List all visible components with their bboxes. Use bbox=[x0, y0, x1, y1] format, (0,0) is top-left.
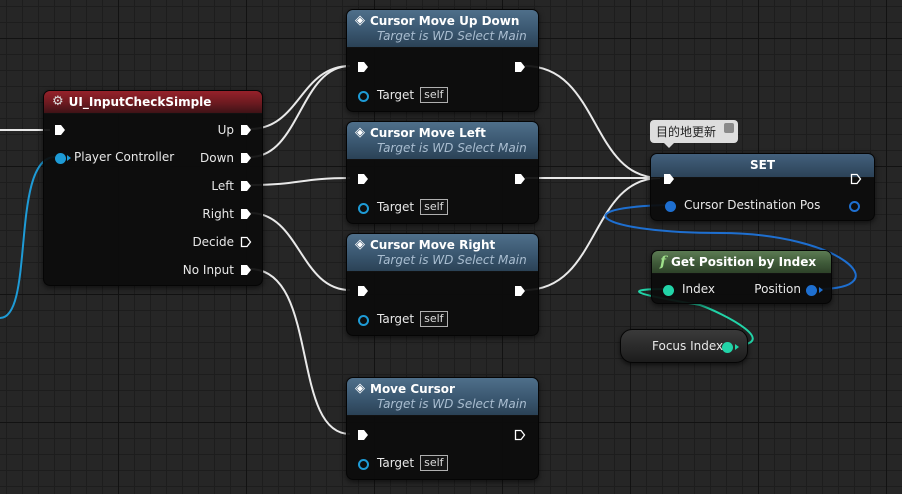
exec-wire-right-set bbox=[524, 177, 661, 291]
node-title: Cursor Move Up Down bbox=[370, 13, 520, 28]
target-pin[interactable] bbox=[358, 315, 369, 326]
player-controller-pin[interactable] bbox=[55, 153, 66, 164]
exec-wire-down bbox=[249, 65, 351, 158]
node-title: SET bbox=[749, 158, 776, 172]
focus-index-out-pin[interactable] bbox=[722, 342, 733, 353]
cursor-move-right-node[interactable]: ◈ Cursor Move Right Target is WD Select … bbox=[346, 233, 539, 336]
comment-text: 目的地更新 bbox=[656, 125, 717, 139]
focus-index-getter-node[interactable]: Focus Index bbox=[620, 329, 748, 363]
node-header: ◈ Cursor Move Up Down Target is WD Selec… bbox=[347, 10, 538, 48]
gear-icon: ⚙ bbox=[52, 94, 64, 109]
exec-wire-left bbox=[249, 177, 351, 186]
set-variable-node[interactable]: SET Cursor Destination Pos bbox=[650, 153, 875, 221]
exec-wire-right bbox=[249, 212, 351, 291]
target-row: Target self bbox=[377, 311, 448, 327]
position-pin[interactable] bbox=[806, 285, 817, 296]
exec-in-pin[interactable] bbox=[357, 173, 369, 185]
exec-out-pin[interactable] bbox=[850, 173, 862, 185]
ui-input-check-simple-node[interactable]: ⚙ UI_InputCheckSimple Player Controller … bbox=[43, 90, 263, 286]
node-header: f Get Position by Index bbox=[652, 251, 831, 274]
target-self-field[interactable]: self bbox=[420, 87, 448, 103]
function-call-icon: ◈ bbox=[355, 381, 365, 396]
exec-in-pin[interactable] bbox=[357, 429, 369, 441]
target-pin[interactable] bbox=[358, 91, 369, 102]
no-input-label: No Input bbox=[182, 263, 234, 277]
index-label: Index bbox=[682, 282, 716, 296]
function-icon: f bbox=[660, 254, 667, 270]
player-controller-label: Player Controller bbox=[74, 150, 175, 164]
target-label: Target bbox=[377, 200, 415, 214]
exec-out-pin[interactable] bbox=[514, 429, 526, 441]
focus-index-label: Focus Index bbox=[652, 339, 724, 353]
exec-wire-updown-set bbox=[524, 65, 661, 179]
node-header: ◈ Move Cursor Target is WD Select Main bbox=[347, 378, 538, 416]
decide-exec-pin[interactable] bbox=[240, 236, 252, 248]
function-call-icon: ◈ bbox=[355, 237, 365, 252]
target-self-field[interactable]: self bbox=[420, 311, 448, 327]
node-header: ◈ Cursor Move Left Target is WD Select M… bbox=[347, 122, 538, 160]
node-title: UI_InputCheckSimple bbox=[68, 94, 212, 109]
node-subtitle: Target is WD Select Main bbox=[377, 253, 527, 267]
cursor-destination-pos-out-pin[interactable] bbox=[849, 201, 860, 212]
exec-in-pin[interactable] bbox=[357, 285, 369, 297]
target-self-field[interactable]: self bbox=[420, 199, 448, 215]
function-call-icon: ◈ bbox=[355, 13, 365, 28]
up-label: Up bbox=[217, 123, 234, 137]
node-title: Cursor Move Right bbox=[370, 237, 496, 252]
cursor-destination-pos-label: Cursor Destination Pos bbox=[684, 198, 821, 212]
left-label: Left bbox=[211, 179, 234, 193]
right-label: Right bbox=[202, 207, 234, 221]
cursor-move-up-down-node[interactable]: ◈ Cursor Move Up Down Target is WD Selec… bbox=[346, 9, 539, 112]
index-pin[interactable] bbox=[663, 285, 674, 296]
exec-out-pin[interactable] bbox=[514, 173, 526, 185]
down-exec-pin[interactable] bbox=[240, 152, 252, 164]
node-title: Cursor Move Left bbox=[370, 125, 486, 140]
exec-in-pin[interactable] bbox=[54, 124, 66, 136]
right-exec-pin[interactable] bbox=[240, 208, 252, 220]
target-pin[interactable] bbox=[358, 459, 369, 470]
exec-out-pin[interactable] bbox=[514, 61, 526, 73]
function-call-icon: ◈ bbox=[355, 125, 365, 140]
decide-label: Decide bbox=[192, 235, 234, 249]
node-subtitle: Target is WD Select Main bbox=[377, 141, 527, 155]
target-label: Target bbox=[377, 456, 415, 470]
pin-comment-icon[interactable] bbox=[724, 123, 735, 133]
cursor-move-left-node[interactable]: ◈ Cursor Move Left Target is WD Select M… bbox=[346, 121, 539, 224]
exec-wire-no-input bbox=[249, 268, 351, 435]
cursor-destination-pos-in-pin[interactable] bbox=[665, 201, 676, 212]
exec-in-pin[interactable] bbox=[357, 61, 369, 73]
left-exec-pin[interactable] bbox=[240, 180, 252, 192]
target-row: Target self bbox=[377, 455, 448, 471]
comment-bubble[interactable]: 目的地更新 bbox=[650, 120, 739, 148]
node-header: ◈ Cursor Move Right Target is WD Select … bbox=[347, 234, 538, 272]
exec-out-pin[interactable] bbox=[514, 285, 526, 297]
target-row: Target self bbox=[377, 87, 448, 103]
node-header: ⚙ UI_InputCheckSimple bbox=[44, 91, 262, 114]
up-exec-pin[interactable] bbox=[240, 124, 252, 136]
move-cursor-node[interactable]: ◈ Move Cursor Target is WD Select Main T… bbox=[346, 377, 539, 480]
target-pin[interactable] bbox=[358, 203, 369, 214]
target-label: Target bbox=[377, 312, 415, 326]
node-subtitle: Target is WD Select Main bbox=[377, 29, 527, 43]
down-label: Down bbox=[199, 151, 234, 165]
get-position-by-index-node[interactable]: f Get Position by Index Index Position bbox=[651, 250, 832, 304]
node-header: SET bbox=[651, 154, 874, 178]
node-title: Move Cursor bbox=[370, 381, 455, 396]
target-label: Target bbox=[377, 88, 415, 102]
node-title: Get Position by Index bbox=[671, 255, 817, 269]
exec-wire-up bbox=[249, 65, 351, 130]
exec-in-pin[interactable] bbox=[663, 173, 675, 185]
no-input-exec-pin[interactable] bbox=[240, 264, 252, 276]
node-subtitle: Target is WD Select Main bbox=[377, 397, 527, 411]
position-label: Position bbox=[754, 282, 801, 296]
target-row: Target self bbox=[377, 199, 448, 215]
target-self-field[interactable]: self bbox=[420, 455, 448, 471]
